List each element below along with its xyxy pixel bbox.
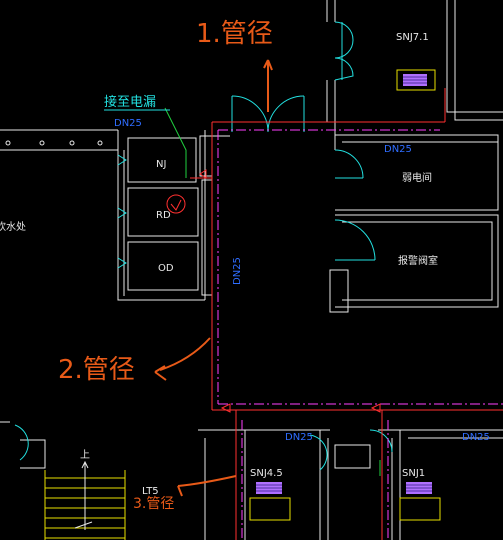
valve-symbol-mark xyxy=(170,199,182,211)
equip-snj45: SNJ4.5 xyxy=(250,468,283,479)
room-rd: RD xyxy=(156,210,171,221)
equip-snj71: SNJ7.1 xyxy=(396,32,429,43)
annotation-pipe-3: 3.管径 xyxy=(133,496,174,512)
annotation-pipe-3-arrow xyxy=(177,475,237,497)
pipes-magenta xyxy=(217,129,503,540)
snj45-cabinet xyxy=(249,482,291,521)
pipe-triangles xyxy=(199,169,381,413)
room-od: OD xyxy=(158,263,174,274)
connect-leak-label: 接至电漏 xyxy=(104,94,156,110)
leaders xyxy=(164,107,381,476)
annotation-pipe-2-arrow xyxy=(154,337,211,381)
room-left-partial: 饮水处 xyxy=(0,220,26,233)
stair-up-label: 上 xyxy=(80,449,90,461)
snj71-cabinet xyxy=(396,69,436,91)
stair-arrow xyxy=(74,460,93,530)
pipe-size-d: DN25 xyxy=(285,432,313,443)
room-power: 弱电间 xyxy=(402,171,432,184)
annotation-pipe-2: 2.管径 xyxy=(58,355,135,385)
pipe-size-c: DN25 xyxy=(232,257,243,285)
pipe-size-b: DN25 xyxy=(384,144,412,155)
equip-lt5: LT5 xyxy=(142,486,159,497)
valve-symbol xyxy=(166,194,186,214)
room-nj: NJ xyxy=(156,159,166,170)
annotation-pipe-1-arrow xyxy=(263,59,273,112)
room-alarm: 报警阀室 xyxy=(398,254,438,267)
pipe-size-e: DN25 xyxy=(462,432,490,443)
equip-snj1: SNJ1 xyxy=(402,468,425,479)
pipe-size-a: DN25 xyxy=(114,118,142,129)
corridor-fixtures xyxy=(5,140,103,146)
doors xyxy=(14,21,393,471)
pipes-red xyxy=(190,88,503,540)
annotation-pipe-1: 1.管径 xyxy=(196,19,273,49)
snj1-cabinet xyxy=(399,482,441,521)
